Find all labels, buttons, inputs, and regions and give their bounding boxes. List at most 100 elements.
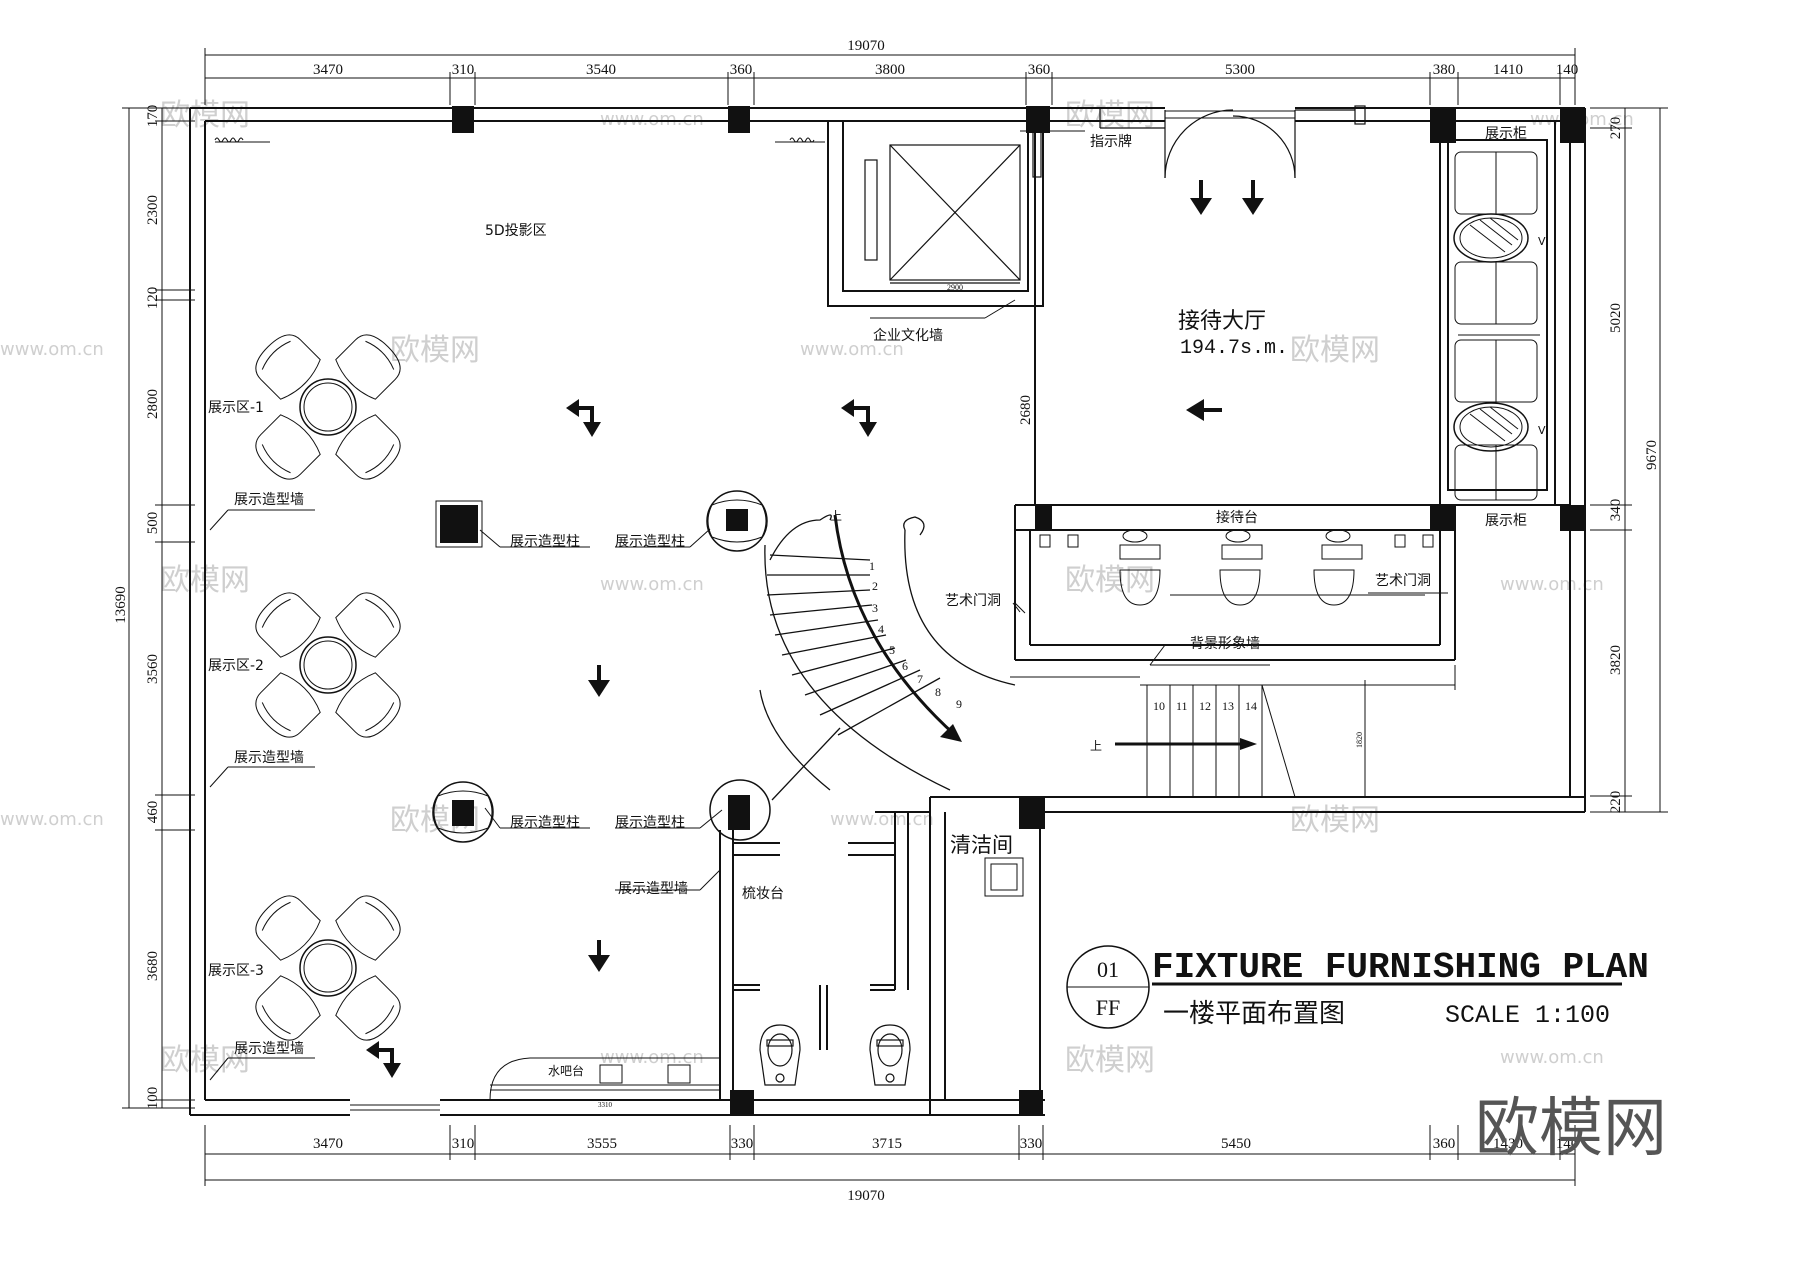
step-number: 13: [1222, 699, 1234, 713]
dim-right-4: 3820: [1608, 645, 1624, 675]
display-wall-label: 展示造型墙: [234, 750, 304, 766]
watermark-url: www.om.cn: [1500, 574, 1604, 595]
zone-2-label: 展示区-2: [208, 658, 264, 674]
dim-top-2: 310: [452, 62, 475, 78]
step-number: 11: [1176, 699, 1188, 713]
down-arrow: [588, 940, 610, 972]
display-cabinet-top: [1453, 151, 1540, 336]
dim-left-2: 2300: [145, 195, 161, 225]
display-column: [435, 500, 483, 548]
display-table-set-1: [255, 334, 401, 480]
dim-inner-2680: 2680: [1018, 395, 1034, 425]
dim-inner-3310: 3310: [598, 1101, 613, 1109]
up-label: 上: [1090, 739, 1102, 753]
watermark-url: www.om.cn: [1500, 1047, 1604, 1068]
spiral-staircase: [759, 514, 1016, 801]
straight-stair-arrow-head: [1240, 738, 1257, 750]
dim-left-9: 100: [145, 1087, 161, 1110]
dim-right-1: 270: [1608, 117, 1624, 140]
drawing-code: FF: [1096, 995, 1120, 1020]
windows: [350, 110, 1295, 1111]
step-number: 10: [1153, 699, 1165, 713]
step-number: 1: [869, 559, 875, 573]
dim-bottom-8: 360: [1433, 1136, 1456, 1152]
watermark-text: 欧模网: [390, 333, 480, 368]
dim-left-1: 170: [145, 105, 161, 128]
dimension-lines: [122, 48, 1668, 1186]
water-bar: [489, 1057, 720, 1101]
up-label: 上: [830, 509, 842, 523]
watermark-text: 欧模网: [1290, 803, 1380, 838]
dim-left-total: 13690: [113, 586, 129, 624]
display-column-label: 展示造型柱: [510, 815, 580, 831]
down-arrow: [1242, 180, 1264, 215]
straight-step-numbers: 10 11 12 13 14: [1153, 699, 1257, 713]
step-number: 8: [935, 685, 941, 699]
zone-3-label: 展示区-3: [208, 963, 264, 979]
dim-right-3: 340: [1608, 499, 1624, 522]
step-number: 5: [889, 643, 895, 657]
culture-wall-label: 企业文化墙: [873, 327, 943, 344]
watermark-url: www.om.cn: [600, 574, 704, 595]
dim-bottom-total: 19070: [847, 1188, 885, 1204]
watermark-text: 欧模网: [1065, 1043, 1155, 1078]
structural-columns: [452, 106, 1585, 1115]
dim-left-3: 120: [145, 287, 161, 310]
display-cabinet-bottom: [1453, 339, 1538, 501]
dim-top-8: 380: [1433, 62, 1456, 78]
step-number: 12: [1199, 699, 1211, 713]
cabinet-label-bottom: 展示柜: [1485, 513, 1527, 529]
art-door-label: 艺术门洞: [945, 593, 1001, 609]
watermark-text: 欧模网: [1065, 98, 1155, 133]
dim-top-10: 140: [1556, 62, 1579, 78]
drawing-number: 01: [1097, 957, 1119, 982]
display-wall-label: 展示造型墙: [618, 881, 688, 897]
toilet: [759, 1024, 801, 1086]
left-arrow: [1186, 399, 1222, 421]
display-table-set-3: [255, 895, 401, 1041]
leader-lines: [209, 130, 1448, 1081]
zone-1-label: 展示区-1: [208, 400, 264, 416]
dim-bottom-9: 1430: [1493, 1136, 1523, 1152]
vi-label: VI: [1538, 235, 1549, 248]
title-block: 01 FF FIXTURE FURNISHING PLAN 一楼平面布置图 SC…: [1066, 945, 1649, 1030]
drawing-subtitle: 一楼平面布置图: [1163, 999, 1345, 1029]
watermark-url: www.om.cn: [0, 809, 104, 830]
watermark-text: 欧模网: [1065, 563, 1155, 598]
lobby-area: 194.7s.m.: [1180, 337, 1288, 360]
dim-top-9: 1410: [1493, 62, 1523, 78]
flow-arrows: [366, 180, 1264, 1078]
dim-left-7: 460: [145, 801, 161, 824]
dim-bottom-4: 330: [731, 1136, 754, 1152]
dim-right-2: 5020: [1608, 303, 1624, 333]
dim-left-8: 3680: [145, 951, 161, 981]
watermark-text: 欧模网: [1290, 333, 1380, 368]
display-wall-label: 展示造型墙: [234, 1041, 304, 1057]
step-number: 4: [878, 622, 884, 636]
signboard-label: 指示牌: [1090, 133, 1132, 150]
reception-desk-label: 接待台: [1216, 509, 1258, 526]
dim-bottom-3: 3555: [587, 1136, 617, 1152]
stair-arrow: [833, 514, 957, 737]
cleaning-sink: [984, 857, 1024, 897]
dim-bottom-2: 310: [452, 1136, 475, 1152]
display-wall-label: 展示造型墙: [234, 492, 304, 508]
stair-arrow-head: [940, 724, 962, 742]
drawing-scale: SCALE 1:100: [1445, 1001, 1610, 1030]
dim-top-3: 3540: [586, 62, 616, 78]
projector-rail: [214, 137, 825, 143]
turn-arrow: [366, 1041, 401, 1078]
dim-bottom-6: 330: [1020, 1136, 1043, 1152]
display-column: [706, 490, 768, 552]
dim-bottom-7: 5450: [1221, 1136, 1251, 1152]
text-labels: 5D投影区 接待大厅 194.7s.m. 指示牌 企业文化墙 展示柜 展示柜 接…: [208, 126, 1527, 1078]
display-column: [709, 779, 771, 841]
dim-left-5: 500: [145, 512, 161, 535]
cabinet-label-top: 展示柜: [1485, 126, 1527, 142]
turn-arrow: [566, 399, 601, 437]
dimension-text: 19070 3470 310 3540 360 3800 360 5300 38…: [113, 38, 1660, 1204]
art-door-label: 艺术门洞: [1375, 573, 1431, 589]
entrance-doors: [1099, 105, 1366, 179]
water-bar-label: 水吧台: [548, 1063, 584, 1078]
step-number: 2: [872, 579, 878, 593]
